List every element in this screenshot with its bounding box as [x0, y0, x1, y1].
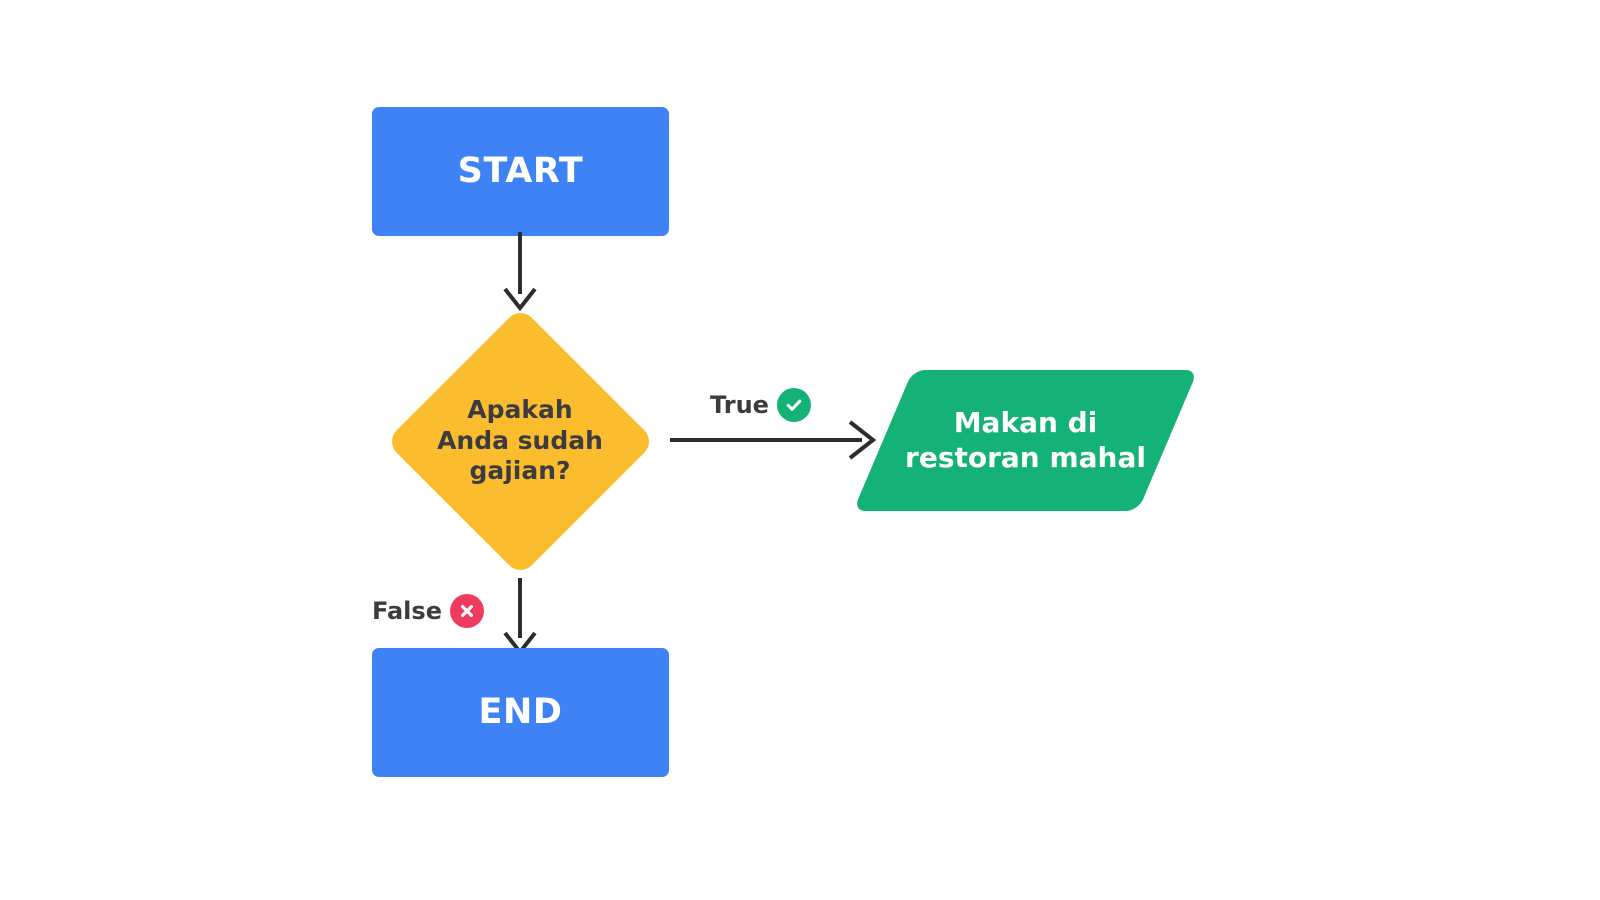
connector-decision-to-end [503, 578, 537, 656]
connector-decision-to-action [670, 420, 877, 460]
connector-start-to-decision [503, 232, 537, 312]
node-end[interactable]: END [372, 648, 669, 777]
edge-label-true-text: True [710, 391, 769, 419]
node-action[interactable]: Makan di restoran mahal [853, 370, 1198, 511]
check-circle-icon [776, 388, 811, 422]
node-decision[interactable]: Apakah Anda sudah gajian? [384, 305, 656, 577]
edge-label-false-text: False [372, 597, 442, 625]
node-decision-label: Apakah Anda sudah gajian? [437, 395, 603, 486]
node-end-label: END [478, 692, 563, 733]
x-circle-icon [449, 594, 484, 628]
node-start[interactable]: START [372, 107, 669, 236]
node-action-label: Makan di restoran mahal [905, 406, 1146, 474]
edge-label-true: True [710, 388, 811, 422]
node-start-label: START [457, 151, 584, 192]
edge-label-false: False [372, 594, 484, 628]
